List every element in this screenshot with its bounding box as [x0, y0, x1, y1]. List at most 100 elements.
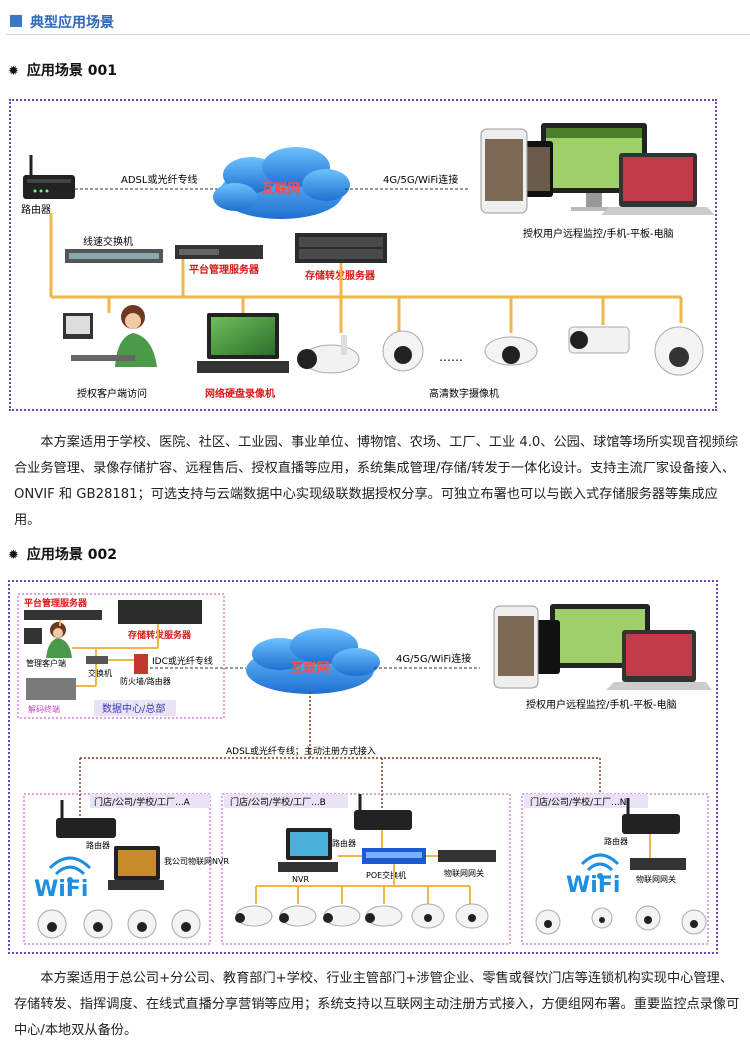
remote-devices-2-icon	[493, 604, 712, 690]
remote-label: 授权用户远程监控/手机-平板-电脑	[523, 227, 674, 240]
site-n-title-bg	[524, 794, 648, 808]
network-wires	[49, 213, 683, 333]
dc-operator-icon	[24, 622, 72, 658]
site-b-box	[221, 793, 511, 945]
storage-server-icon	[295, 233, 387, 263]
adsl-note: ADSL或光纤专线；主动注册方式接入	[226, 745, 376, 757]
scene2-paragraph-text: 本方案适用于总公司+分公司、教育部门+学校、行业主管部门+涉管企业、零售或餐饮门…	[14, 971, 740, 1038]
switch-label: 线速交换机	[83, 235, 133, 248]
site-b-title: 门店/公司/学校/工厂...B	[230, 796, 326, 808]
scene1-diagram: 路由器 ADSL或光纤专线 互联网 4G/5G/WiFi连接 授权用户远程监控/…	[9, 99, 717, 411]
section-square-icon	[10, 15, 22, 27]
internet-label: 互联网	[261, 182, 300, 197]
site-n-camera-lenses	[544, 916, 698, 928]
section-header: 典型应用场景	[6, 10, 750, 35]
site-a-wifi-icon	[48, 856, 92, 883]
switch-icon	[65, 249, 163, 263]
scene1-svg: 路由器 ADSL或光纤专线 互联网 4G/5G/WiFi连接 授权用户远程监控/…	[21, 123, 715, 400]
site-b-dome-cameras	[411, 903, 489, 929]
site-a-nvr-label: 我公司物联网NVR	[164, 856, 229, 866]
firewall-label: 防火墙/路由器	[120, 676, 171, 686]
site-n-gateway-icon	[630, 858, 686, 870]
site-a-wifi-label: WiFi	[34, 877, 88, 902]
adsl-link-label: ADSL或光纤专线	[121, 173, 197, 186]
dc-storage-label: 存储转发服务器	[128, 629, 192, 641]
site-b-bullet-cameras	[235, 905, 403, 927]
wifi-link-2-label: 4G/5G/WiFi连接	[396, 652, 471, 665]
scene1-paragraph-text: 本方案适用于学校、医院、社区、工业园、事业单位、博物馆、农场、工厂、工业 4.0…	[14, 435, 739, 528]
site-n-wifi-cameras	[535, 905, 707, 935]
datacenter-label-bg	[94, 700, 176, 716]
internet-2-label: 互联网	[290, 661, 329, 676]
site-n-router-icon	[622, 798, 680, 834]
dome-camera-icon	[382, 330, 424, 372]
site-a-title-bg	[90, 794, 210, 808]
scene1-paragraph: 本方案适用于学校、医院、社区、工业园、事业单位、博物馆、农场、工厂、工业 4.0…	[14, 430, 742, 534]
scene2-paragraph: 本方案适用于总公司+分公司、教育部门+学校、行业主管部门+涉管企业、零售或餐饮门…	[14, 966, 742, 1044]
router-label: 路由器	[21, 203, 51, 216]
ptz-camera-icon	[654, 326, 704, 376]
box-camera-icon	[568, 326, 630, 354]
site-b-router-label: 路由器	[332, 838, 356, 848]
scene2-heading: 应用场景 002	[26, 547, 118, 563]
dc-switch-label: 交换机	[88, 668, 112, 678]
datacenter-box	[17, 593, 225, 719]
dc-platform-label: 平台管理服务器	[24, 597, 88, 609]
datacenter-label: 数据中心/总部	[102, 702, 165, 715]
site-b-bullet-lenses	[235, 913, 375, 923]
scene1-heading-row: ✹ 应用场景 001	[8, 60, 117, 80]
site-b-poe-switch-icon	[362, 848, 426, 864]
site-n-router-label: 路由器	[604, 836, 628, 846]
internet-cloud-2-icon	[246, 628, 380, 694]
gear-bullet-icon: ✹	[8, 64, 19, 79]
site-b-gateway-label: 物联网网关	[444, 868, 484, 878]
dc-switch-icon	[86, 656, 108, 664]
site-b-gateway-icon	[438, 850, 496, 862]
site-a-title: 门店/公司/学校/工厂...A	[94, 796, 191, 808]
dc-storage-server-icon	[118, 600, 202, 624]
idc-link-label: IDC或光纤专线	[152, 655, 213, 667]
router-icon	[23, 155, 75, 199]
camera-dots: ……	[439, 350, 463, 364]
site-a-camera-lenses	[47, 922, 191, 932]
adsl-uplinks	[79, 692, 601, 818]
client-operator-icon	[63, 305, 157, 367]
site-b-router-icon	[354, 794, 412, 830]
section-title: 典型应用场景	[30, 15, 114, 31]
site-b-wires	[255, 830, 471, 904]
firewall-icon	[134, 654, 148, 674]
dc-wires	[59, 620, 159, 687]
decoder-screen-icon	[26, 678, 76, 700]
site-n-title: 门店/公司/学校/工厂...N	[530, 796, 626, 808]
decoder-label: 解码终端	[28, 704, 60, 714]
site-a-dome-cameras	[37, 909, 201, 939]
scene2-diagram: 平台管理服务器 存储转发服务器 管理客户端 交换机 防火墙/路由器 IDC或光纤…	[8, 580, 718, 954]
gear-bullet-2-icon: ✹	[8, 548, 19, 563]
dome-camera-2-icon	[484, 336, 538, 366]
remote-devices-icon	[480, 123, 715, 215]
cameras-label: 高清数字摄像机	[429, 387, 499, 400]
internet-cloud-icon	[213, 147, 350, 219]
site-b-nvr-label: NVR	[292, 875, 309, 884]
site-b-nvr-icon	[278, 828, 338, 872]
site-a-router-icon	[56, 800, 116, 838]
site-n-wifi-label: WiFi	[566, 873, 620, 898]
platform-server-label: 平台管理服务器	[189, 263, 260, 276]
section-divider	[6, 34, 750, 35]
site-n-wifi-icon	[580, 853, 620, 879]
scene2-svg: 平台管理服务器 存储转发服务器 管理客户端 交换机 防火墙/路由器 IDC或光纤…	[17, 593, 712, 945]
wifi-link-label: 4G/5G/WiFi连接	[383, 173, 458, 186]
remote-2-label: 授权用户远程监控/手机-平板-电脑	[526, 698, 677, 711]
client-label: 授权客户端访问	[77, 387, 147, 400]
platform-server-icon	[175, 245, 263, 259]
scene1-heading: 应用场景 001	[26, 63, 118, 79]
bullet-camera-icon	[297, 335, 360, 374]
dc-mgmt-client-label: 管理客户端	[26, 658, 66, 668]
dc-platform-server-icon	[24, 610, 102, 620]
nvr-label: 网络硬盘录像机	[205, 387, 275, 400]
site-b-poe-label: POE交换机	[366, 870, 406, 880]
nvr-monitor-icon	[197, 313, 289, 373]
site-b-title-bg	[224, 794, 348, 808]
site-b-dome-lenses	[424, 914, 476, 922]
site-a-nvr-icon	[108, 846, 164, 890]
